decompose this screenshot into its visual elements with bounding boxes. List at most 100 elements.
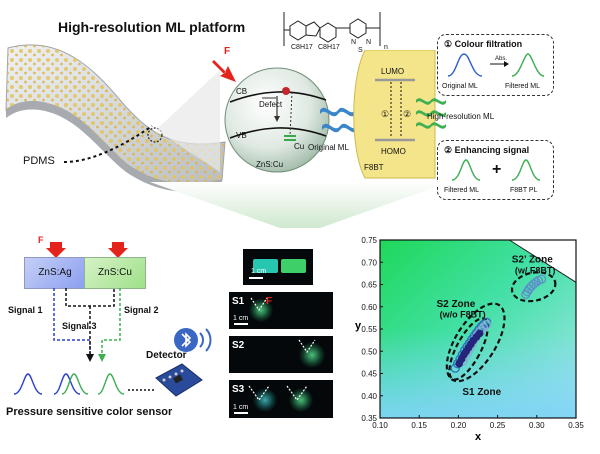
data-point [531,277,541,287]
s2prime-zone-ellipse [510,271,557,303]
page-title: High-resolution ML platform [58,19,246,35]
signal-paths [53,288,121,362]
detector-board-icon [155,363,203,397]
sensor-force-label-1: F [38,235,44,245]
y-tick-label: 0.75 [361,236,377,245]
circle2-label: ② [403,109,412,119]
cu-label: Cu [294,142,305,151]
force-label: F [224,46,231,57]
zoom-cone [156,70,220,172]
detector-label: Detector [146,350,187,361]
plot-frame [379,239,577,419]
s3-label: S3 [232,384,245,395]
defect-label: Defect [259,100,283,109]
chart-annotation: (w/o F8BT) [440,309,486,319]
zns-ag-box: ZnS:Ag [24,257,86,289]
zns-ag-label: ZnS:Ag [38,267,72,278]
homo-label: HOMO [381,147,406,156]
force-arrow-icon [212,60,236,82]
y-axis-label: y [355,320,362,332]
zns-cu-label: ZnS:Cu [98,267,132,278]
chart-annotation: S1 Zone [462,387,501,398]
pdms-label: PDMS [23,155,55,167]
spectrum-curves [13,373,156,395]
y-tick-label: 0.55 [361,325,377,334]
s3-scale-label: 1 cm [233,404,249,411]
zns-sphere [224,67,330,173]
polymer-structure [283,12,381,46]
pdms-leader [63,125,153,163]
f8bt-label: F8BT [364,163,384,172]
cb-label: CB [236,87,248,96]
x-tick-label: 0.35 [568,421,584,430]
colour-filtration-title: ① Colour filtration [444,39,523,49]
vb-label: VB [236,131,247,140]
x-tick-label: 0.15 [411,421,427,430]
bluetooth-icon [174,328,212,352]
data-point [450,363,460,373]
x-tick-label: 0.20 [451,421,467,430]
signal2-label: Signal 2 [124,305,159,315]
chem-n2-label: N [366,39,372,46]
blue-emission-icon [320,107,358,133]
abs-label: Abs. [495,56,508,62]
sensor-caption: Pressure sensitive color sensor [6,406,173,418]
sensor-force-arrows [46,242,128,258]
photo-top-scale-label: 1 cm [251,268,267,275]
cie-locus-line [509,239,577,283]
chem-c8b-label: C8H17 [318,44,340,51]
y-tick-label: 0.35 [361,414,377,423]
colour-filtration-panel: ① Colour filtration Abs. Original ML Fil… [437,34,554,96]
signal3-label: Signal 3 [62,321,97,331]
enhancing-signal-panel: ② Enhancing signal + Filtered ML F8BT PL [437,140,554,200]
y-tick-label: 0.70 [361,258,377,267]
s2-zone-ellipse [445,302,506,383]
photo-s1: S1 F 1 cm [229,292,333,329]
x-axis-label: x [475,431,482,443]
chart-annotation: (w/ F8BT) [515,265,556,275]
data-point [481,319,492,330]
x-tick-label: 0.10 [372,421,388,430]
y-tick-label: 0.45 [361,370,377,379]
signal1-label: Signal 1 [8,305,43,315]
y-tick-label: 0.65 [361,281,377,290]
photo-s2: S2 [229,336,333,373]
chem-n1-label: N [351,39,357,46]
data-point [536,274,547,284]
enhancing-signal-title: ② Enhancing signal [444,145,530,155]
filtration-right-label: Filtered ML [505,83,541,90]
chart-annotation: S2 Zone [436,299,475,310]
chem-s-label: S [358,47,363,54]
data-point [524,284,534,294]
f8bt-lens [353,50,436,179]
filtration-curves [447,53,545,77]
enhance-left-label: Filtered ML [444,187,480,194]
enhance-right-label: F8BT PL [510,187,538,194]
y-tick-label: 0.40 [361,392,377,401]
lumo-label: LUMO [381,67,405,76]
high-resolution-ml-label: High-resolution ML [427,112,495,121]
data-point [475,329,484,338]
s1-scale-label: 1 cm [233,315,249,322]
green-emission-icon [416,98,446,129]
transition-arrow-icon [150,182,450,228]
original-ml-label: Original ML [308,143,349,152]
chem-c8-label: C8H17 [291,44,313,51]
plus-sign: + [492,161,502,178]
enhance-curves [451,159,541,181]
zns-cu-box: ZnS:Cu [84,257,146,289]
y-tick-label: 0.60 [361,303,377,312]
x-tick-label: 0.25 [490,421,506,430]
data-point [478,323,489,333]
s1-force-mark: F [266,296,273,307]
photo-pressure-markers [248,297,316,402]
chart-annotation: S2’ Zone [512,254,554,265]
y-tick-label: 0.50 [361,347,377,356]
photo-top: 1 cm [243,249,313,285]
s1-label: S1 [232,296,245,307]
photo-s3: S3 1 cm [229,380,333,418]
zns-label: ZnS:Cu [256,160,284,169]
filtration-left-label: Original ML [442,83,478,90]
s2-label: S2 [232,340,245,351]
